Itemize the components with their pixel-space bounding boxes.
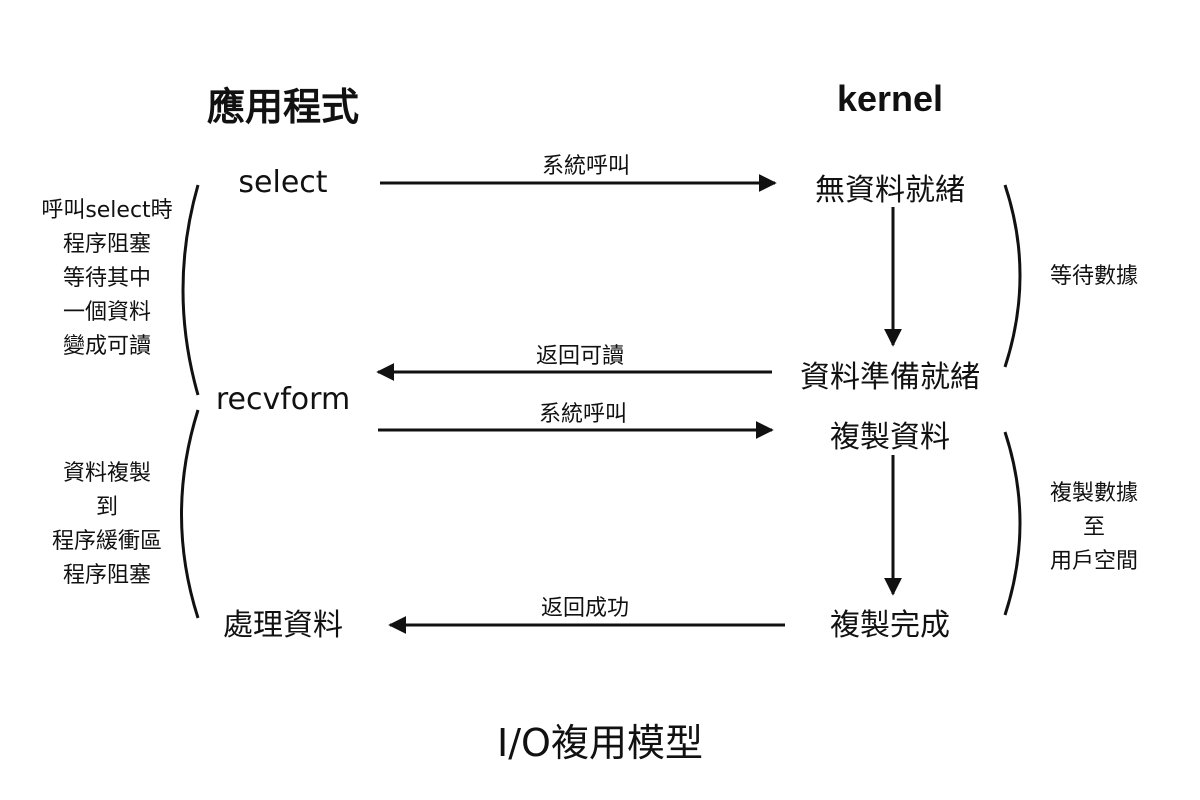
note-line: 變成可讀 — [62, 334, 151, 359]
note-wait-data: 等待數據 — [1050, 260, 1138, 294]
label-return-success: 返回成功 — [540, 596, 630, 621]
note-line: 一個資料 — [62, 300, 151, 325]
label-syscall-1: 系統呼叫 — [541, 154, 631, 179]
step-no-data-ready: 無資料就緒 — [815, 173, 965, 208]
step-select: select — [238, 165, 328, 200]
right-bracket-wait — [1003, 184, 1022, 368]
diagram-title: I/O複用模型 — [497, 721, 703, 765]
note-line: 用戶空間 — [1049, 549, 1139, 574]
note-select-blocking: 呼叫select時 程序阻塞 等待其中 一個資料 變成可讀 — [41, 194, 172, 364]
label-syscall-2: 系統呼叫 — [538, 402, 628, 427]
header-kernel: kernel — [836, 78, 944, 119]
step-process-data: 處理資料 — [223, 608, 343, 643]
header-application: 應用程式 — [206, 85, 360, 129]
left-bracket-copy — [180, 409, 200, 619]
step-recvfrom: recvform — [215, 382, 351, 417]
step-data-ready: 資料準備就緒 — [800, 360, 980, 395]
note-line: 等待數據 — [1049, 264, 1139, 289]
note-line: 程序阻塞 — [62, 232, 151, 257]
right-bracket-copy — [1003, 431, 1022, 616]
note-line: 複製數據 — [1049, 481, 1139, 506]
left-bracket-select — [181, 184, 200, 396]
label-return-readable: 返回可讀 — [535, 344, 625, 369]
note-copy-to-user: 複製數據 至 用戶空間 — [1050, 477, 1138, 579]
note-line: 呼叫select時 — [41, 198, 173, 223]
step-copy-data: 複製資料 — [830, 420, 950, 455]
step-copy-done: 複製完成 — [830, 608, 950, 643]
note-copy-blocking: 資料複製 到 程序緩衝區 程序阻塞 — [52, 457, 162, 593]
note-line: 程序緩衝區 — [51, 529, 163, 554]
note-line: 至 — [1082, 515, 1106, 540]
note-line: 資料複製 — [62, 461, 152, 486]
note-line: 程序阻塞 — [62, 563, 152, 588]
note-line: 等待其中 — [62, 266, 151, 291]
note-line: 到 — [95, 495, 119, 520]
